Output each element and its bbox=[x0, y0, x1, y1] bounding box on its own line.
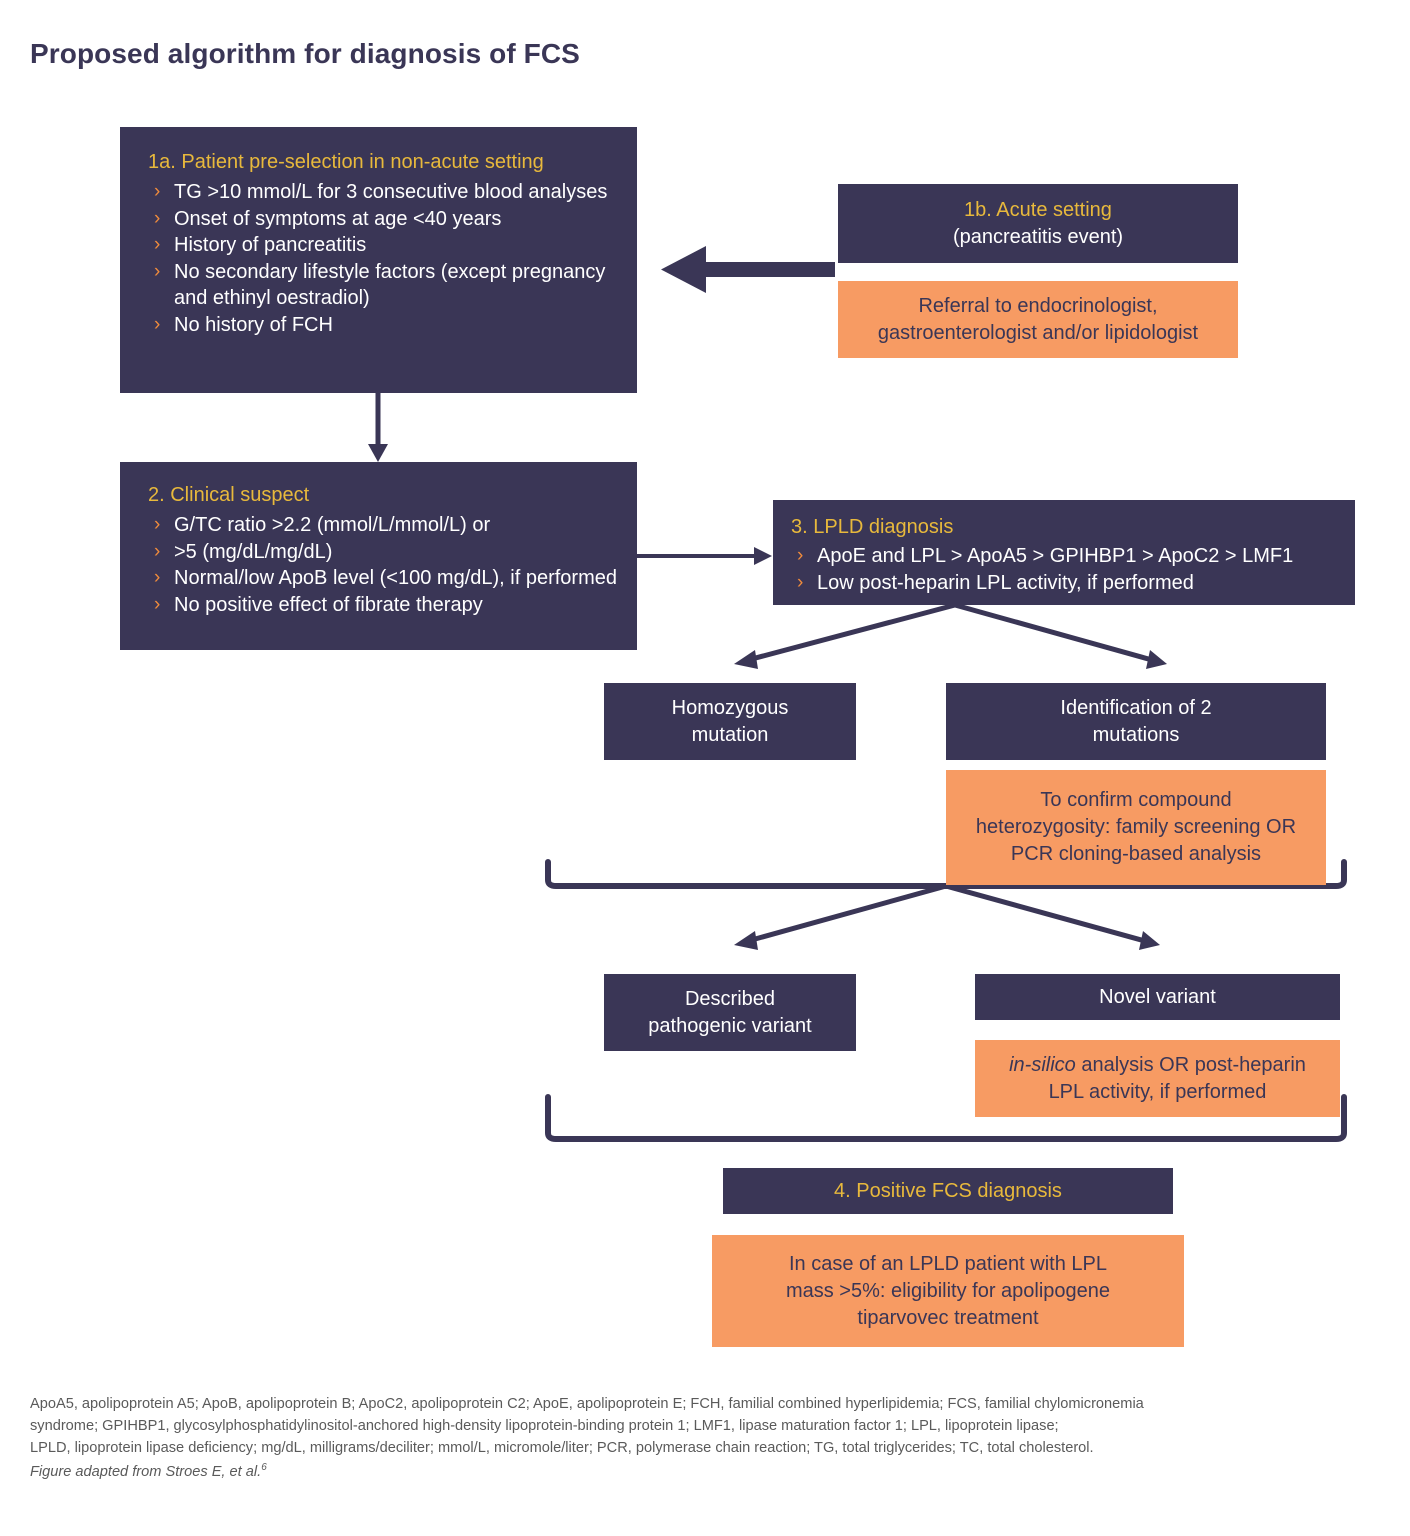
step-1a-heading: 1a. Patient pre-selection in non-acute s… bbox=[148, 151, 544, 173]
footnote-line-3: LPLD, lipoprotein lipase deficiency; mg/… bbox=[30, 1440, 1094, 1457]
node-step-1b: 1b. Acute setting (pancreatitis event) bbox=[838, 184, 1238, 263]
chevron-right-icon: › bbox=[154, 540, 161, 562]
chevron-right-icon: › bbox=[154, 514, 161, 535]
homozygous-line-1: Homozygous bbox=[671, 696, 789, 719]
arrow-3-split bbox=[734, 602, 1167, 669]
homozygous-line-2: mutation bbox=[691, 723, 769, 746]
chevron-right-icon: › bbox=[154, 567, 161, 589]
arrow-1b-to-1a bbox=[661, 246, 835, 293]
list-item: ›G/TC ratio >2.2 (mmol/L/mmol/L) or bbox=[154, 514, 491, 536]
step-2-heading: 2. Clinical suspect bbox=[148, 484, 310, 506]
novel-variant-label: Novel variant bbox=[1099, 985, 1216, 1008]
chevron-right-icon: › bbox=[154, 593, 161, 615]
node-step-4: 4. Positive FCS diagnosis bbox=[723, 1168, 1173, 1214]
step-4-heading: 4. Positive FCS diagnosis bbox=[834, 1179, 1062, 1202]
node-eligibility: In case of an LPLD patient with LPL mass… bbox=[712, 1235, 1184, 1347]
node-insilico-analysis: in-silico analysis OR post-heparin LPL a… bbox=[975, 1040, 1340, 1117]
insilico-line-1: in-silico analysis OR post-heparin bbox=[1009, 1052, 1306, 1079]
chevron-right-icon: › bbox=[154, 181, 161, 202]
list-item: ›TG >10 mmol/L for 3 consecutive blood a… bbox=[154, 181, 608, 203]
insilico-italic-prefix: in-silico bbox=[1009, 1053, 1076, 1076]
node-identification-of-2-mutations: Identification of 2 mutations bbox=[946, 683, 1326, 760]
list-item: ›ApoE and LPL > ApoA5 > GPIHBP1 > ApoC2 … bbox=[797, 545, 1294, 567]
list-item: ›History of pancreatitis bbox=[154, 234, 367, 257]
referral-line-1: Referral to endocrinologist, bbox=[918, 294, 1158, 317]
step-1b-subtitle: (pancreatitis event) bbox=[952, 225, 1124, 248]
list-item: ›No history of FCH bbox=[154, 313, 333, 336]
eligibility-line-3: tiparvovec treatment bbox=[857, 1306, 1039, 1329]
eligibility-line-1: In case of an LPLD patient with LPL bbox=[789, 1252, 1107, 1275]
chevron-right-icon: › bbox=[797, 545, 804, 566]
eligibility-line-2: mass >5%: eligibility for apolipogene bbox=[785, 1279, 1111, 1302]
node-step-2: 2. Clinical suspect ›G/TC ratio >2.2 (mm… bbox=[120, 462, 637, 650]
step-3-heading: 3. LPLD diagnosis bbox=[791, 516, 954, 538]
footnote-adapted-text: Figure adapted from Stroes E, et al. bbox=[30, 1463, 262, 1480]
identification-line-2: mutations bbox=[1092, 723, 1180, 746]
chevron-right-icon: › bbox=[154, 234, 161, 256]
node-step-3: 3. LPLD diagnosis ›ApoE and LPL > ApoA5 … bbox=[773, 500, 1355, 605]
chevron-right-icon: › bbox=[797, 571, 804, 593]
list-item: ›No positive effect of fibrate therapy bbox=[154, 593, 483, 616]
identification-line-1: Identification of 2 bbox=[1060, 696, 1212, 719]
chevron-right-icon: › bbox=[154, 207, 161, 229]
node-confirm-compound-heterozygosity: To confirm compound heterozygosity: fami… bbox=[946, 770, 1326, 885]
chevron-right-icon: › bbox=[154, 260, 161, 282]
node-described-pathogenic-variant: Described pathogenic variant bbox=[604, 974, 856, 1051]
list-item: ›Low post-heparin LPL activity, if perfo… bbox=[797, 571, 1194, 594]
arrow-1a-to-2 bbox=[368, 393, 388, 462]
node-homozygous-mutation: Homozygous mutation bbox=[604, 683, 856, 760]
footnote-reference-number: 6 bbox=[261, 1461, 267, 1473]
step-1a-bullet-list: ›TG >10 mmol/L for 3 consecutive blood a… bbox=[148, 179, 617, 339]
described-line-2: pathogenic variant bbox=[648, 1014, 812, 1037]
insilico-line-1-rest: analysis OR post-heparin bbox=[1075, 1053, 1306, 1076]
step-1b-heading: 1b. Acute setting bbox=[964, 198, 1112, 221]
arrow-split-variants bbox=[734, 883, 1160, 950]
arrow-2-to-3 bbox=[637, 547, 772, 565]
footnote-line-1: ApoA5, apolipoprotein A5; ApoB, apolipop… bbox=[30, 1396, 1144, 1412]
confirm-line-3: PCR cloning-based analysis bbox=[1010, 843, 1262, 865]
confirm-line-2: heterozygosity: family screening OR bbox=[975, 816, 1297, 838]
page-title: Proposed algorithm for diagnosis of FCS bbox=[30, 38, 580, 69]
footnote: ApoA5, apolipoprotein A5; ApoB, apolipop… bbox=[30, 1393, 1380, 1483]
list-item: ›>5 (mg/dL/mg/dL) bbox=[154, 540, 333, 563]
list-item: ›Normal/low ApoB level (<100 mg/dL), if … bbox=[154, 567, 617, 590]
list-item: ›Onset of symptoms at age <40 years bbox=[154, 207, 502, 230]
node-step-1a: 1a. Patient pre-selection in non-acute s… bbox=[120, 127, 637, 393]
chevron-right-icon: › bbox=[154, 313, 161, 335]
confirm-line-1: To confirm compound bbox=[1040, 789, 1232, 811]
described-line-1: Described bbox=[684, 987, 776, 1010]
node-referral: Referral to endocrinologist, gastroenter… bbox=[838, 281, 1238, 358]
insilico-line-2: LPL activity, if performed bbox=[1048, 1080, 1267, 1103]
footnote-line-2: syndrome; GPIHBP1, glycosylphosphatidyli… bbox=[30, 1418, 1059, 1435]
footnote-adapted: Figure adapted from Stroes E, et al.6 bbox=[30, 1460, 1380, 1483]
referral-line-2: gastroenterologist and/or lipidologist bbox=[877, 321, 1199, 344]
step-2-bullet-list: ›G/TC ratio >2.2 (mmol/L/mmol/L) or ›>5 … bbox=[148, 512, 617, 618]
list-item: ›No secondary lifestyle factors (except … bbox=[154, 260, 606, 310]
node-novel-variant: Novel variant bbox=[975, 974, 1340, 1020]
step-3-bullet-list: ›ApoE and LPL > ApoA5 > GPIHBP1 > ApoC2 … bbox=[791, 543, 1341, 596]
